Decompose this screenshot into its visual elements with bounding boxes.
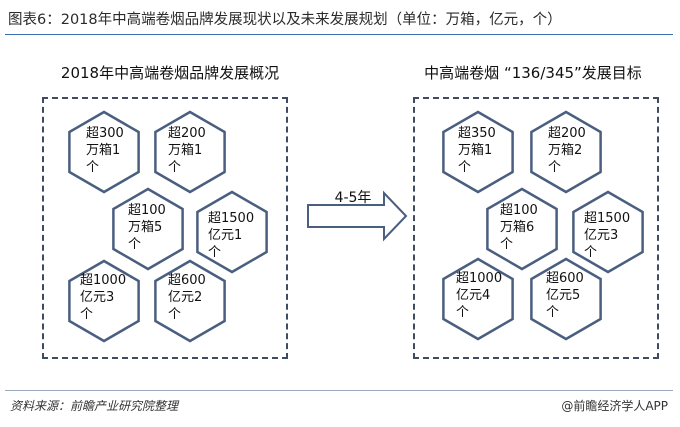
left-hex-2 bbox=[154, 110, 226, 194]
right-hex-label-5: 超1000 亿元4 个 bbox=[456, 271, 503, 320]
left-hex-label-3: 超100 万箱5 个 bbox=[128, 203, 166, 252]
footer-divider bbox=[5, 390, 673, 391]
right-hex-label-1: 超350 万箱1 个 bbox=[458, 126, 496, 175]
source-note: 资料来源：前瞻产业研究院整理 bbox=[10, 399, 179, 413]
right-hex-3 bbox=[486, 187, 558, 271]
right-hex-2 bbox=[530, 110, 602, 194]
right-hex-label-6: 超600 亿元5 个 bbox=[546, 271, 584, 320]
right-hex-label-3: 超100 万箱6 个 bbox=[500, 203, 538, 252]
left-hex-3 bbox=[112, 187, 184, 271]
right-panel-frame bbox=[413, 97, 659, 359]
right-hex-4 bbox=[572, 190, 644, 274]
left-hex-label-4: 超1500 亿元1 个 bbox=[208, 211, 255, 260]
left-hex-4 bbox=[196, 190, 268, 274]
right-arrow-icon bbox=[307, 190, 408, 242]
left-hex-5 bbox=[68, 259, 140, 343]
title-divider bbox=[5, 34, 673, 35]
arrow-label: 4-5年 bbox=[334, 190, 372, 206]
right-hex-label-2: 超200 万箱2 个 bbox=[548, 126, 586, 175]
left-panel-frame bbox=[42, 97, 288, 359]
figure-title: 图表6：2018年中高端卷烟品牌发展现状以及未来发展规划（单位：万箱，亿元，个） bbox=[8, 12, 562, 28]
right-hex-6 bbox=[530, 257, 602, 341]
right-hex-1 bbox=[442, 110, 514, 194]
left-hex-1 bbox=[68, 110, 140, 194]
left-hex-label-2: 超200 万箱1 个 bbox=[168, 126, 206, 175]
left-hex-6 bbox=[154, 259, 226, 343]
left-hex-label-1: 超300 万箱1 个 bbox=[86, 126, 124, 175]
left-hex-label-6: 超600 亿元2 个 bbox=[168, 273, 206, 322]
right-hex-5 bbox=[442, 257, 514, 341]
left-panel-title: 2018年中高端卷烟品牌发展概况 bbox=[60, 64, 280, 82]
brand-credit: @前瞻经济学人APP bbox=[561, 399, 668, 413]
left-hex-label-5: 超1000 亿元3 个 bbox=[80, 273, 127, 322]
right-hex-label-4: 超1500 亿元3 个 bbox=[584, 211, 631, 260]
right-panel-title: 中高端卷烟 “136/345”发展目标 bbox=[424, 64, 642, 82]
